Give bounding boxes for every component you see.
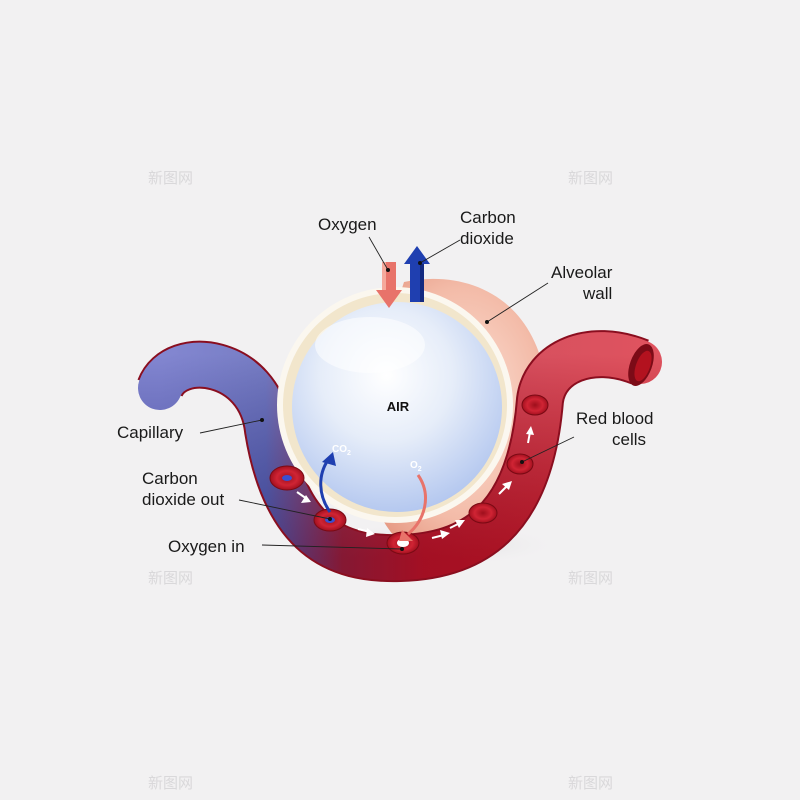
o2-symbol: O2 (410, 460, 422, 473)
carbon-dioxide-leader-line (419, 239, 461, 264)
co2-exchange-arrow (319, 459, 332, 513)
red-blood-cell (468, 502, 498, 524)
co2-symbol: CO2 (332, 444, 351, 457)
capillary-leader-line (199, 419, 263, 434)
red-blood-cells-label: Red blood cells (576, 409, 658, 449)
leader-dot (386, 268, 390, 272)
alveolar-wall-leader-line (486, 282, 549, 323)
red-blood-cells-leader-line (521, 436, 575, 463)
flow-arrow (431, 530, 450, 539)
carbon-dioxide-out-label: Carbon dioxide out (142, 469, 225, 509)
capillary-lumen (634, 350, 652, 382)
oxygen-in-leader-line (261, 544, 403, 550)
flow-arrow (449, 520, 465, 529)
watermark: 新图网 (568, 774, 613, 792)
leader-dot (485, 320, 489, 324)
watermark: 新图网 (568, 569, 613, 587)
red-blood-cell (506, 453, 534, 475)
air-label: AIR (387, 399, 410, 414)
oxygen-label: Oxygen (318, 215, 377, 234)
carbon-dioxide-out-leader-line (238, 499, 331, 520)
leader-dot (400, 547, 404, 551)
blood-flow-arrows (296, 426, 534, 539)
flow-arrow (526, 426, 534, 444)
watermark: 新图网 (148, 569, 193, 587)
red-blood-cell (521, 394, 549, 416)
carbon-dioxide-label: Carbon dioxide (460, 208, 521, 248)
leader-dot (260, 418, 264, 422)
leader-dot (418, 261, 422, 265)
watermark: 新图网 (568, 169, 613, 187)
capillary-label: Capillary (117, 423, 184, 442)
leader-dot (328, 517, 332, 521)
leader-dot (520, 460, 524, 464)
flow-arrow (296, 491, 311, 503)
watermark: 新图网 (148, 774, 193, 792)
alveolar-wall-label: Alveolar wall (551, 263, 617, 303)
o2-exchange-arrow (407, 474, 427, 536)
carbon-dioxide-outflow-arrow (404, 246, 430, 302)
o2-exchange-arrowhead (399, 530, 413, 541)
co2-particle (282, 475, 292, 481)
flow-arrow (498, 481, 512, 495)
oxygen-leader-line (368, 236, 389, 271)
watermark: 新图网 (148, 169, 193, 187)
oxygen-inflow-arrow (376, 262, 402, 308)
air-sac-highlight (315, 317, 425, 373)
capillary-shading (138, 332, 662, 581)
flow-arrow (357, 528, 375, 537)
oxygen-in-label: Oxygen in (168, 537, 245, 556)
co2-exchange-arrowhead (322, 452, 336, 466)
